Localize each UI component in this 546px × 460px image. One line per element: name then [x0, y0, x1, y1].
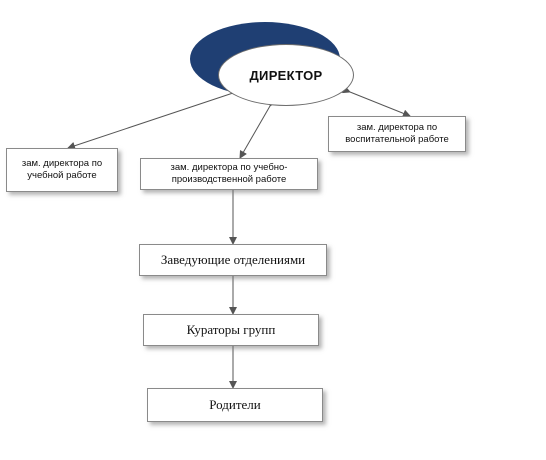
deputy-academic-label: зам. директора по учебной работе: [21, 158, 103, 181]
director-label: ДИРЕКТОР: [249, 67, 323, 83]
deputy-academic-box: зам. директора по учебной работе: [6, 148, 118, 192]
department-heads-label: Заведующие отделениями: [160, 252, 306, 267]
parents-label: Родители: [209, 397, 261, 412]
curators-box: Кураторы групп: [143, 314, 319, 346]
parents-box: Родители: [147, 388, 323, 422]
deputy-educational-box: зам. директора по воспитательной работе: [328, 116, 466, 152]
connector-director-educational: [342, 85, 411, 118]
deputy-educational-label: зам. директора по воспитательной работе: [345, 122, 449, 145]
director-node: ДИРЕКТОР: [218, 44, 354, 106]
deputy-production-box: зам. директора по учебно-производственно…: [140, 158, 318, 190]
connector-director-academic: [67, 85, 244, 150]
connector-director-production: [239, 97, 277, 159]
department-heads-box: Заведующие отделениями: [139, 244, 327, 276]
curators-label: Кураторы групп: [186, 322, 276, 337]
deputy-production-label: зам. директора по учебно-производственно…: [170, 162, 288, 185]
